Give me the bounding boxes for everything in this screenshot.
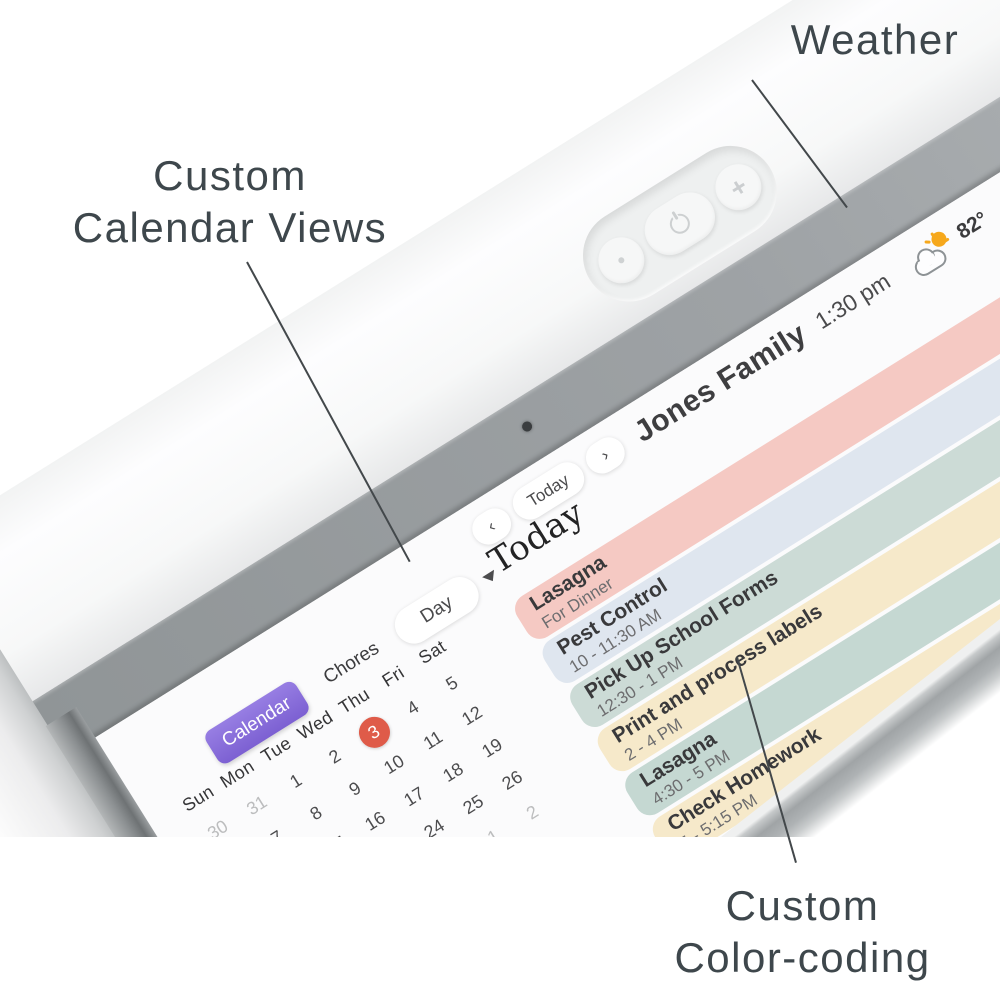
next-button[interactable]: › [579, 431, 631, 480]
weather-annotation: Weather [790, 16, 960, 63]
minus-icon [617, 256, 626, 265]
cloud-icon [911, 246, 950, 280]
color-coding-annotation: Custom Color-coding [674, 882, 931, 981]
power-icon [666, 209, 694, 238]
calendar-views-annotation: Custom Calendar Views [72, 152, 388, 251]
plus-icon: + [723, 170, 753, 204]
temperature: 82° [952, 207, 992, 244]
sun-behind-cloud-icon[interactable] [902, 223, 962, 280]
device-photo: + ‹ Today › Jones Family 1:30 pm [0, 0, 1000, 837]
